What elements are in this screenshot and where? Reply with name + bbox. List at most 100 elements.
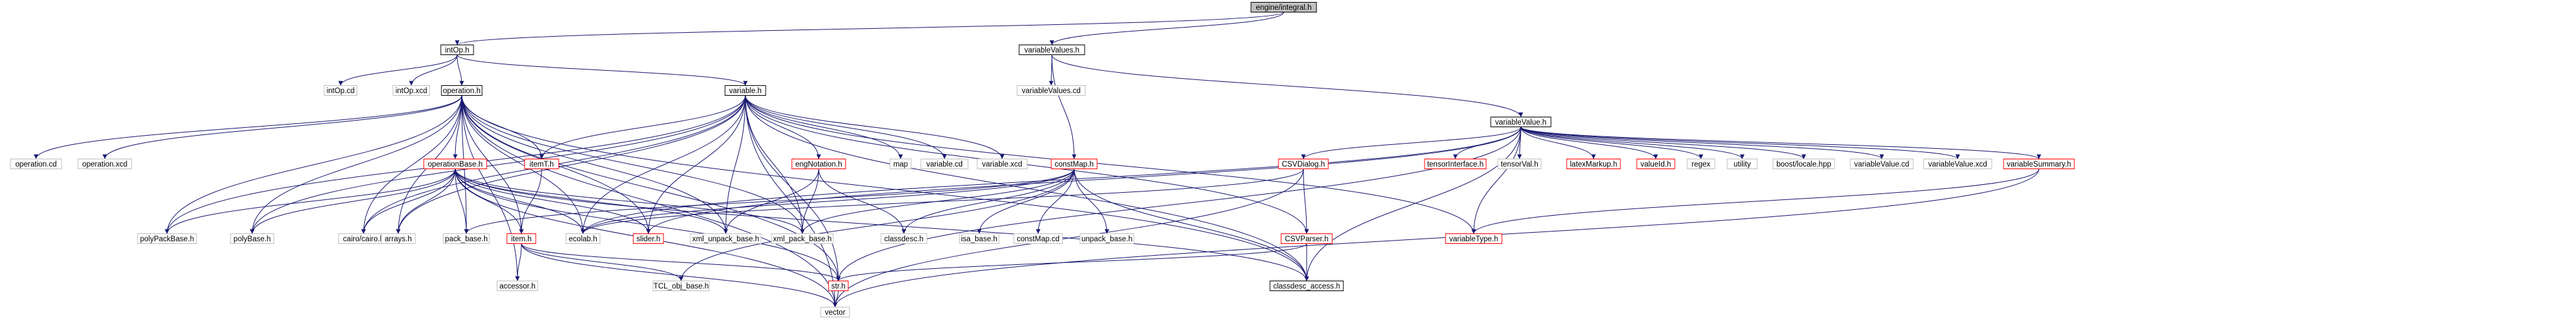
edge-operation_h-to-xml_pack_base_h: [461, 95, 805, 234]
node-classdesc-h[interactable]: classdesc.h: [880, 233, 927, 244]
node-label: boost/locale.hpp: [1776, 161, 1831, 169]
edge-operationBase_h-to-polyPackBase_h: [164, 169, 456, 234]
node-variablevalues-cd[interactable]: variableValues.cd: [1017, 85, 1086, 96]
node-label: variable.cd: [926, 161, 963, 169]
edge-operationBase_h-to-cairo_cairo_h: [361, 169, 456, 234]
node-variable-h[interactable]: variable.h: [724, 85, 766, 96]
node-str-h[interactable]: str.h: [828, 281, 849, 291]
node-csvparser-h[interactable]: CSVParser.h: [1280, 233, 1333, 244]
node-box: [1250, 2, 1317, 12]
file-nodes: engine/integral.h intOp.h variableValues.h…: [10, 2, 2075, 317]
node-variablesummary-h[interactable]: variableSummary.h: [2003, 159, 2075, 169]
node-constmap-cd[interactable]: constMap.cd: [1013, 233, 1063, 244]
node-intop-cd[interactable]: intOp.cd: [324, 85, 358, 96]
edge-constMap_h-to-unpack_base_h: [1073, 169, 1110, 234]
node-valueid-h[interactable]: valueId.h: [1636, 159, 1675, 169]
node-slider-h[interactable]: slider.h: [633, 233, 664, 244]
node-csvdialog-h[interactable]: CSVDialog.h: [1278, 159, 1329, 169]
node-variable-xcd[interactable]: variable.xcd: [977, 159, 1028, 169]
edge-constMap_h-to-classdesc_access_h: [1073, 169, 1309, 281]
edge-CSVParser_h-to-str_h: [836, 243, 1307, 281]
node-accessor-h[interactable]: accessor.h: [496, 281, 538, 291]
node-operation-cd[interactable]: operation.cd: [10, 159, 62, 169]
node-variabletype-h[interactable]: variableType.h: [1445, 233, 1503, 244]
node-ecolab-h[interactable]: ecolab.h: [565, 233, 601, 244]
node-variablevalue-xcd[interactable]: variableValue.xcd: [1923, 159, 1992, 169]
node-box: [1727, 159, 1758, 169]
edge-operation_h-to-vector: [461, 95, 838, 308]
node-pack-base-h[interactable]: pack_base.h: [443, 233, 490, 244]
edge-itemT_h-to-item_h: [519, 169, 542, 234]
node-box: [1850, 159, 1914, 169]
node-box: [828, 281, 849, 291]
node-operation-h[interactable]: operation.h: [441, 85, 483, 96]
edge-engNotation_h-to-classdesc_h: [818, 169, 906, 234]
node-tensorval-h[interactable]: tensorVal.h: [1497, 159, 1542, 169]
node-engnotation-h[interactable]: engNotation.h: [791, 159, 846, 169]
node-operation-xcd[interactable]: operation.xcd: [77, 159, 132, 169]
edge-variableValue_h-to-valueId_h: [1520, 127, 1658, 159]
node-box: [1923, 159, 1992, 169]
node-box: [1278, 159, 1329, 169]
node-intop-h[interactable]: intOp.h: [440, 45, 474, 55]
node-box: [771, 233, 834, 244]
edge-operation_h-to-polyBase_h: [250, 95, 462, 234]
edge-operationBase_h-to-slider_h: [455, 169, 651, 234]
node-polypackbase-h[interactable]: polyPackBase.h: [137, 233, 197, 244]
node-constmap-h[interactable]: constMap.h: [1051, 159, 1098, 169]
edge-variableValue_h-to-latexMarkup_h: [1520, 127, 1596, 159]
edge-variable_h-to-ecolab_h: [580, 95, 746, 234]
node-box: [443, 233, 490, 244]
node-regex[interactable]: regex: [1687, 159, 1715, 169]
node-unpack-base-h[interactable]: unpack_base.h: [1079, 233, 1134, 244]
node-variablevalue-cd[interactable]: variableValue.cd: [1850, 159, 1914, 169]
node-classdesc-access-h[interactable]: classdesc_access.h: [1269, 281, 1344, 291]
edge-constMap_h-to-TCL_obj_base_h: [679, 169, 1075, 281]
node-box: [392, 85, 430, 96]
node-variable-cd[interactable]: variable.cd: [920, 159, 969, 169]
node-box: [633, 233, 664, 244]
edge-operation_h-to-cairo_cairo_h: [361, 95, 462, 234]
edge-operationBase_h-to-pack_base_h: [455, 169, 469, 234]
edge-engNotation_h-to-xml_pack_base_h: [800, 169, 819, 234]
node-operationbase-h[interactable]: operationBase.h: [423, 159, 487, 169]
node-latexmarkup-h[interactable]: latexMarkup.h: [1566, 159, 1621, 169]
edge-variableValue_h-to-utility: [1520, 127, 1745, 159]
node-tcl-obj-base-h[interactable]: TCL_obj_base.h: [652, 281, 710, 291]
node-isa-base-h[interactable]: isa_base.h: [959, 233, 999, 244]
edge-intOp_h-to-variable_h: [457, 54, 748, 86]
edge-constMap_h-to-classdesc_h: [901, 169, 1075, 234]
node-label: tensorInterface.h: [1427, 161, 1484, 169]
node-box: [565, 233, 601, 244]
node-box: [1017, 85, 1086, 96]
edge-variableValue_h-to-CSVDialog_h: [1301, 127, 1521, 159]
edge-variableValue_h-to-str_h: [836, 127, 1521, 281]
node-utility[interactable]: utility: [1727, 159, 1758, 169]
node-polybase-h[interactable]: polyBase.h: [230, 233, 274, 244]
edge-variableValue_h-to-variableType_h: [1471, 127, 1521, 234]
node-intop-xcd[interactable]: intOp.xcd: [392, 85, 430, 96]
node-label: pack_base.h: [445, 235, 487, 243]
dependency-edges: [33, 12, 2042, 308]
node-label: operation.h: [443, 87, 481, 95]
node-engine-integral-h[interactable]: engine/integral.h: [1250, 2, 1317, 12]
node-boost-locale-hpp[interactable]: boost/locale.hpp: [1772, 159, 1835, 169]
node-tensorinterface-h[interactable]: tensorInterface.h: [1424, 159, 1487, 169]
edge-str_h-to-vector: [832, 290, 839, 308]
node-vector[interactable]: vector: [820, 307, 850, 317]
node-box: [77, 159, 132, 169]
node-itemt-h[interactable]: itemT.h: [524, 159, 559, 169]
edge-variable_h-to-classdesc_access_h: [745, 95, 1309, 281]
node-arrays-h[interactable]: arrays.h: [381, 233, 416, 244]
node-variablevalue-h[interactable]: variableValue.h: [1490, 117, 1552, 127]
node-xml-pack-base-h[interactable]: xml_pack_base.h: [771, 233, 834, 244]
edge-operationBase_h-to-classdesc_access_h: [455, 169, 1309, 281]
node-box: [230, 233, 274, 244]
node-cairo-cairo-h[interactable]: cairo/cairo.h: [338, 233, 389, 244]
node-label: slider.h: [637, 235, 660, 243]
node-variablevalues-h[interactable]: variableValues.h: [1018, 45, 1085, 55]
node-map[interactable]: map: [889, 159, 912, 169]
node-item-h[interactable]: item.h: [506, 233, 536, 244]
node-xml-unpack-base-h[interactable]: xml_unpack_base.h: [690, 233, 762, 244]
